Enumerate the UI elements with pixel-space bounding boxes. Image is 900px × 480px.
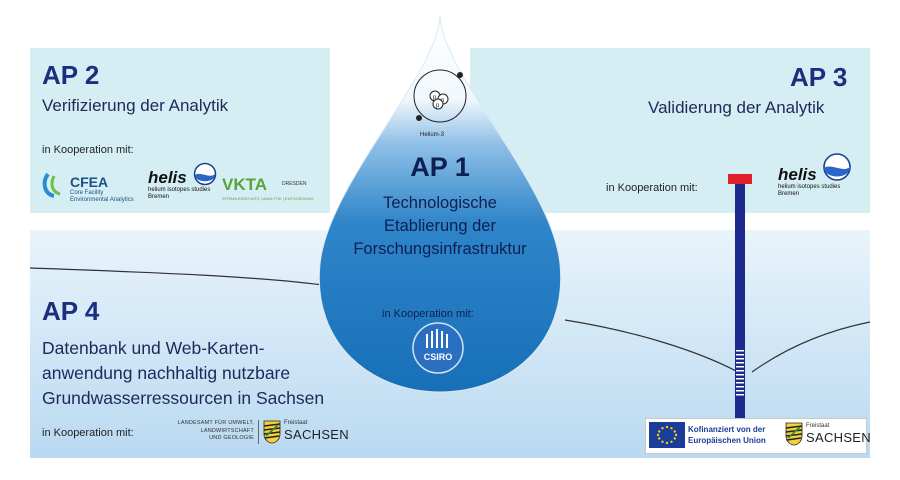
cfea-name: CFEA <box>70 174 109 190</box>
ap4-title: AP 4 <box>42 296 100 326</box>
vkta-tagline: STRAHLENSCHUTZ | ANALYTIK | ENTSORGUNG <box>222 196 314 201</box>
eu-funding-text: Kofinanziert von der Europäischen Union <box>688 424 766 446</box>
ap4-cooperation: in Kooperation mit: <box>42 427 134 439</box>
helis-globe-icon-ap2 <box>193 162 217 186</box>
helis-caption-ap2: helium isotopes studies Bremen <box>148 187 210 201</box>
ap4-line-2: anwendung nachhaltig nutzbare <box>42 363 291 383</box>
svg-text:p: p <box>436 103 440 109</box>
ap3-subtitle: Validierung der Analytik <box>648 98 825 117</box>
svg-text:n: n <box>441 98 444 104</box>
helis-name-ap2: helis <box>148 168 187 187</box>
well-pipe <box>728 174 752 452</box>
ap3-cooperation: in Kooperation mit: <box>606 182 698 194</box>
water-drop <box>318 15 562 393</box>
ap1-description: Technologische Etablierung der Forschung… <box>320 192 560 261</box>
sachsen-small-ap4: Freistaat <box>284 420 308 426</box>
sachsen-crest-icon-ap4 <box>263 420 281 444</box>
lfulg-line-3: UND GEOLOGIE <box>209 435 254 441</box>
ap4-line-3: Grundwasserressourcen in Sachsen <box>42 388 325 408</box>
ap1-title: AP 1 <box>410 152 470 182</box>
svg-text:p: p <box>433 95 437 101</box>
vkta-name: VKTA <box>222 175 268 194</box>
eu-line-2: Europäischen Union <box>688 436 766 445</box>
csiro-label: CSIRO <box>423 352 453 362</box>
helium-atom-icon: p n p <box>413 69 467 123</box>
ap1-line-2: Etablierung der <box>384 217 496 235</box>
lfulg-line-1: LANDESAMT FÜR UMWELT, <box>177 420 254 426</box>
lfulg-line-2: LANDWIRTSCHAFT <box>200 427 254 434</box>
sachsen-small-funding: Freistaat <box>806 423 830 429</box>
ap1-line-1: Technologische <box>383 194 497 212</box>
cfea-line-1: Core Facility <box>70 190 104 196</box>
helis-line-1-ap2: helium isotopes studies <box>148 187 211 193</box>
ap4-description: Datenbank und Web-Karten- anwendung nach… <box>42 336 324 411</box>
cfea-line-2: Environmental Analytics <box>70 197 134 203</box>
csiro-logo <box>412 322 464 374</box>
helis-name-ap3: helis <box>778 165 817 184</box>
eu-flag-icon <box>649 422 685 448</box>
helis-globe-icon-ap3 <box>823 153 851 181</box>
helis-line-1-ap3: helium isotopes studies <box>778 184 841 190</box>
helis-line-2-ap2: Bremen <box>148 194 170 200</box>
ap2-title: AP 2 <box>42 60 100 90</box>
ap1-line-3: Forschungsinfrastruktur <box>353 240 527 258</box>
eu-line-1: Kofinanziert von der <box>688 425 766 434</box>
helis-caption-ap3: helium isotopes studies Bremen <box>778 184 840 198</box>
cfea-logo-icon <box>42 172 61 198</box>
helis-line-2-ap3: Bremen <box>778 191 800 197</box>
ap2-cooperation: in Kooperation mit: <box>42 144 134 156</box>
ap3-title: AP 3 <box>790 62 848 92</box>
sachsen-crest-icon-funding <box>785 422 803 446</box>
lfulg-logo: LANDESAMT FÜR UMWELT, LANDWIRTSCHAFT UND… <box>160 420 254 443</box>
ap3-panel <box>470 48 870 213</box>
ap4-line-1: Datenbank und Web-Karten- <box>42 338 265 358</box>
cfea-caption: Core Facility Environmental Analytics <box>70 190 134 204</box>
ap2-panel <box>30 48 330 213</box>
atom-label: Helium-3 <box>420 132 445 138</box>
logo-divider <box>258 420 259 444</box>
ap2-subtitle: Verifizierung der Analytik <box>42 96 229 115</box>
ap1-cooperation: in Kooperation mit: <box>382 308 474 320</box>
vkta-city: DRESDEN <box>282 181 307 187</box>
sachsen-big-ap4: SACHSEN <box>284 427 349 442</box>
sachsen-big-funding: SACHSEN <box>806 430 871 445</box>
